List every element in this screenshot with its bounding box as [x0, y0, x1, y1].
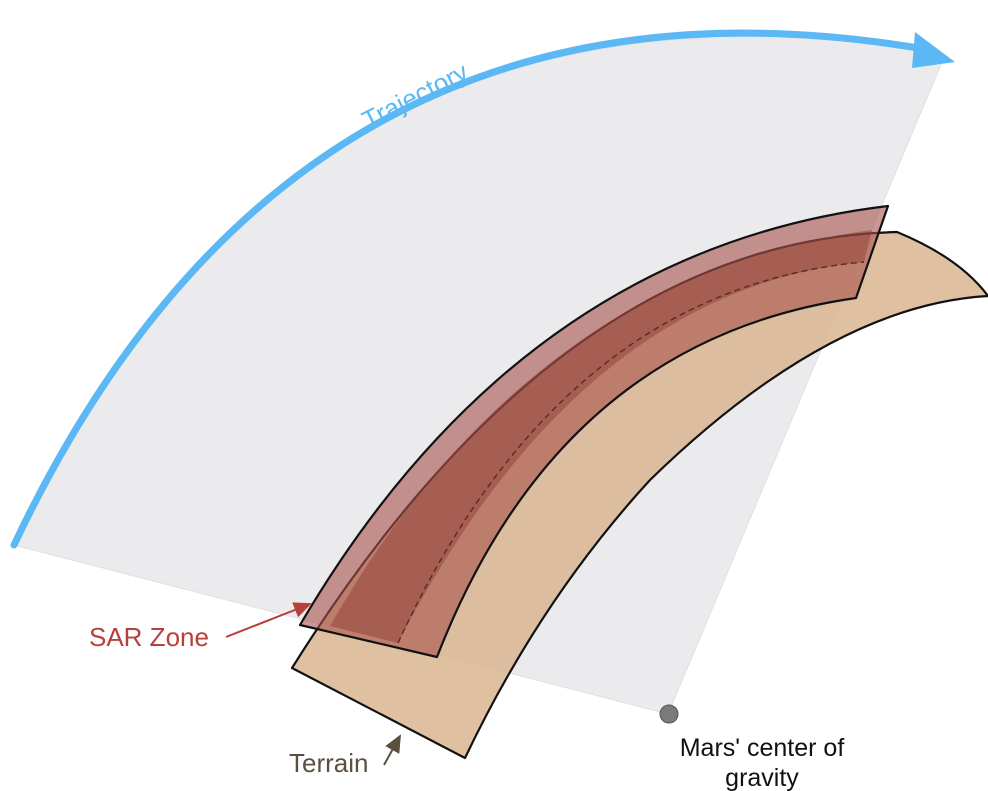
mars-center-label-line1: Mars' center of [680, 734, 845, 762]
trajectory-arrowhead [912, 32, 955, 68]
mars-center-label-line2: gravity [725, 764, 799, 791]
sar-zone-inner [330, 230, 872, 643]
sar-zone-band [298, 204, 890, 659]
ground-track-dashed [397, 261, 865, 644]
sar-zone-label: SAR Zone [89, 622, 209, 652]
trajectory-arc [10, 29, 934, 549]
sar-zone-pointer [225, 602, 312, 638]
terrain-pointer [383, 734, 401, 766]
terrain-label: Terrain [289, 748, 368, 778]
mars-center-point [659, 704, 679, 724]
